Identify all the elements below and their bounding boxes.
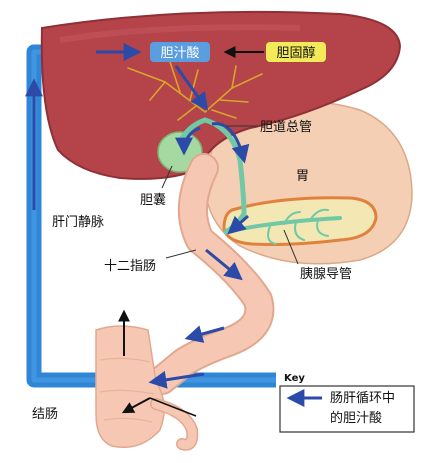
bile-acid-box: 胆汁酸 bbox=[150, 42, 210, 62]
gallbladder-label: 胆囊 bbox=[140, 192, 166, 208]
cholesterol-label: 胆固醇 bbox=[276, 45, 315, 61]
pancreatic-duct-label: 胰腺导管 bbox=[300, 267, 352, 282]
colon-label: 结肠 bbox=[32, 407, 58, 422]
duodenum-label: 十二指肠 bbox=[104, 259, 156, 274]
callout-lines bbox=[161, 125, 299, 265]
common-bile-duct-label: 胆道总管 bbox=[260, 120, 312, 135]
bile-acid-flow-arrows bbox=[25, 43, 250, 389]
cholesterol-box: 胆固醇 bbox=[266, 42, 326, 62]
key-title: Key bbox=[284, 373, 305, 384]
colon bbox=[95, 325, 199, 451]
key-line1: 肠肝循环中 bbox=[330, 391, 395, 406]
legend-key: Key 肠肝循环中 的胆汁酸 bbox=[279, 373, 415, 433]
key-line2: 的胆汁酸 bbox=[330, 410, 382, 426]
portal-vein-label: 肝门静脉 bbox=[52, 215, 104, 230]
stomach-label: 胃 bbox=[296, 169, 309, 184]
black-arrows bbox=[118, 46, 264, 414]
bile-acid-label: 胆汁酸 bbox=[160, 46, 199, 61]
